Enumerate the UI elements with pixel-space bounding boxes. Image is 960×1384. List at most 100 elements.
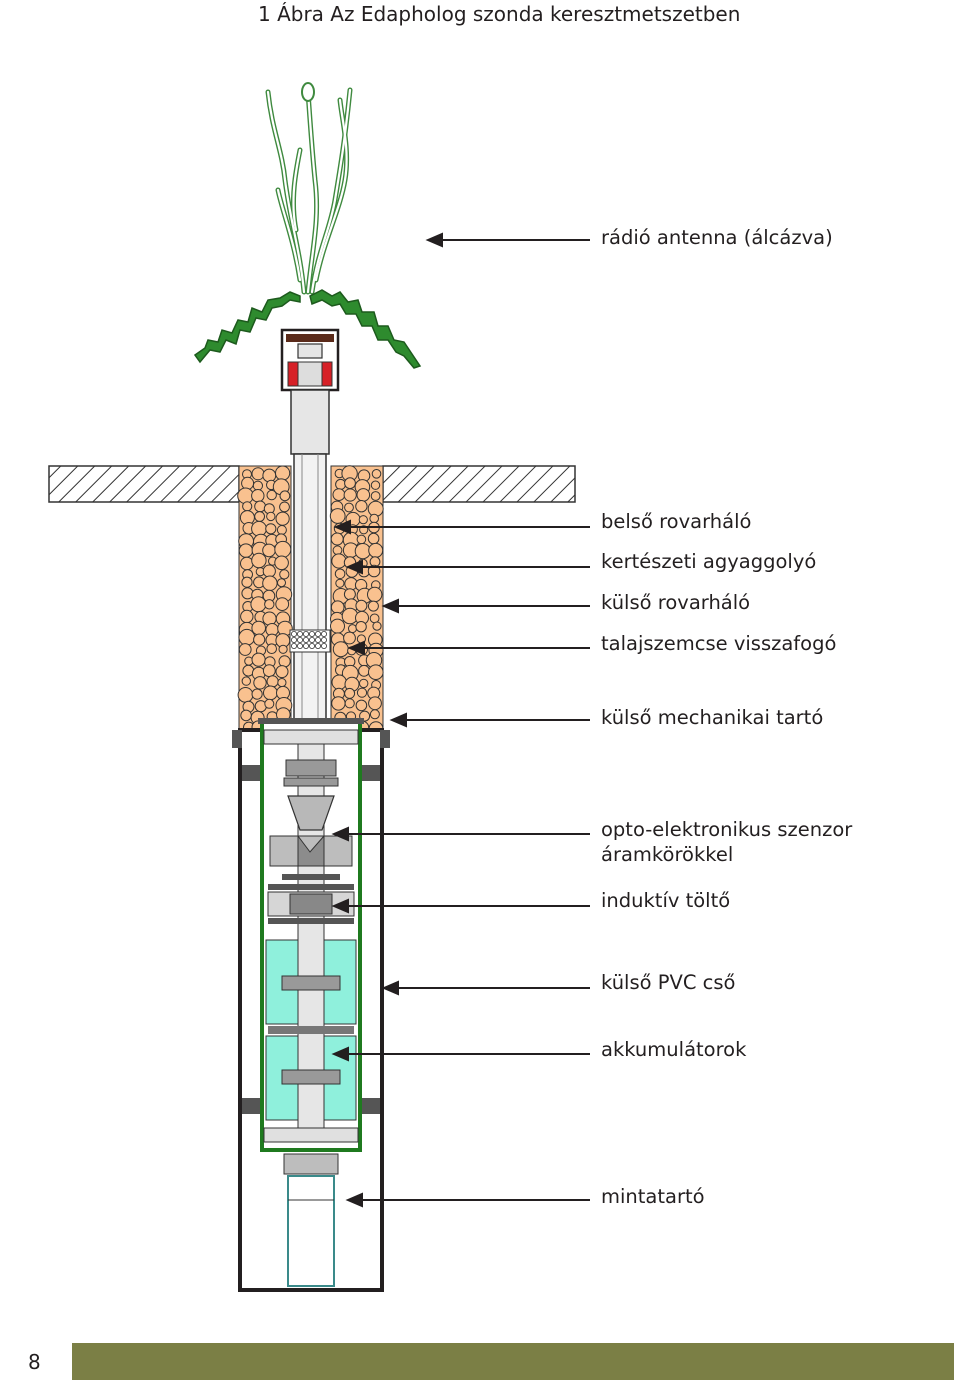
trap-grain: [308, 637, 315, 644]
clay-ball: [356, 534, 367, 545]
ground-left: [48, 465, 240, 503]
clay-ball: [253, 676, 267, 690]
trap-grain: [302, 637, 309, 644]
clay-ball: [262, 611, 277, 626]
label-charger: induktív töltő: [601, 889, 731, 912]
clay-ball: [254, 500, 267, 513]
clay-ball: [344, 477, 356, 490]
clay-ball: [330, 618, 345, 634]
clay-ball: [251, 652, 266, 667]
clay-ball: [332, 545, 343, 556]
clay-ball: [237, 687, 254, 703]
clay-ball: [368, 542, 384, 558]
clay-ball: [355, 621, 367, 633]
trap-grain: [302, 631, 309, 638]
clay-ball: [278, 644, 288, 654]
clay-ball: [370, 491, 381, 501]
clay-ball: [275, 511, 290, 526]
clay-ball: [329, 508, 346, 524]
clay-ball: [371, 469, 382, 479]
clay-ball: [241, 676, 252, 686]
clay-ball: [262, 543, 276, 558]
clay-ball: [266, 511, 276, 522]
clay-ball: [359, 678, 369, 689]
label-clay: kertészeti agyaggolyó: [601, 550, 817, 573]
pointer-arrows: [331, 232, 590, 1208]
clay-ball: [251, 520, 267, 537]
clay-ball: [240, 709, 252, 722]
clay-ball: [277, 578, 286, 588]
clay-ball: [266, 675, 279, 688]
clay-ball: [356, 687, 368, 698]
clay-ball: [368, 696, 382, 711]
clay-ball: [368, 664, 384, 681]
trap-grain: [290, 637, 297, 644]
clay-ball: [367, 532, 380, 545]
clay-ball: [372, 621, 382, 631]
trap-grain: [290, 643, 297, 650]
clay-ball: [355, 500, 368, 513]
clay-ball: [348, 624, 357, 634]
clay-ball: [251, 467, 265, 481]
trap-grain: [302, 643, 309, 650]
clay-ball: [262, 664, 276, 678]
clay-ball: [251, 688, 263, 700]
clay-ball: [356, 488, 371, 502]
clay-ball: [355, 699, 368, 712]
clay-ball: [331, 696, 346, 711]
clay-ball: [369, 513, 380, 524]
clay-ball: [367, 600, 379, 612]
clay-ball: [343, 631, 356, 645]
trap-grain: [314, 631, 321, 638]
clay-ball: [369, 613, 380, 624]
clay-ball: [262, 575, 278, 591]
label-outer-net: külső rovarháló: [601, 591, 751, 614]
clay-ball: [263, 685, 278, 701]
label-trap: talajszemcse visszafogó: [601, 632, 837, 655]
clay-ball: [262, 564, 276, 578]
label-antenna: rádió antenna (álcázva): [601, 226, 833, 249]
clay-ball: [354, 543, 371, 560]
clay-ball: [279, 569, 290, 580]
clay-ball: [332, 641, 349, 658]
clay-ball: [275, 665, 289, 679]
clay-ball: [358, 664, 370, 677]
label-sensor-line2: áramkörökkel: [601, 843, 734, 866]
clay-ball: [251, 552, 267, 569]
trap-grain: [308, 631, 315, 638]
clay-ball: [344, 687, 356, 699]
clay-ball: [331, 553, 347, 569]
clay-ball: [276, 525, 287, 535]
trap-grain: [290, 631, 297, 638]
label-inner-net: belső rovarháló: [601, 510, 752, 533]
clay-ball: [266, 489, 277, 501]
clay-ball: [238, 643, 252, 656]
clay-ball: [343, 488, 357, 502]
clay-ball: [237, 487, 254, 505]
clay-ball: [279, 501, 290, 513]
clay-ball: [241, 476, 255, 490]
clay-ball: [370, 480, 381, 490]
label-pvc: külső PVC cső: [601, 971, 736, 994]
leaf-camouflage: [193, 289, 422, 369]
clay-ball: [334, 568, 346, 580]
trap-grain: [296, 637, 303, 644]
clay-ball: [343, 588, 356, 601]
ground-right: [382, 465, 576, 503]
clay-ball: [369, 709, 380, 720]
clay-ball: [367, 586, 383, 603]
clay-ball: [277, 678, 287, 688]
footer-bar: 8: [6, 1343, 954, 1380]
trap-grain: [308, 643, 315, 650]
clay-ball: [253, 633, 266, 646]
clay-ball: [332, 488, 346, 502]
clay-ball: [344, 698, 355, 709]
label-holder: külső mechanikai tartó: [601, 706, 824, 729]
clay-ball: [335, 578, 345, 588]
clay-ball: [264, 599, 275, 610]
clay-ball: [367, 564, 381, 578]
trap-grain: [320, 637, 327, 644]
clay-ball: [275, 597, 290, 611]
clay-ball: [252, 480, 263, 491]
clay-ball: [240, 556, 254, 571]
